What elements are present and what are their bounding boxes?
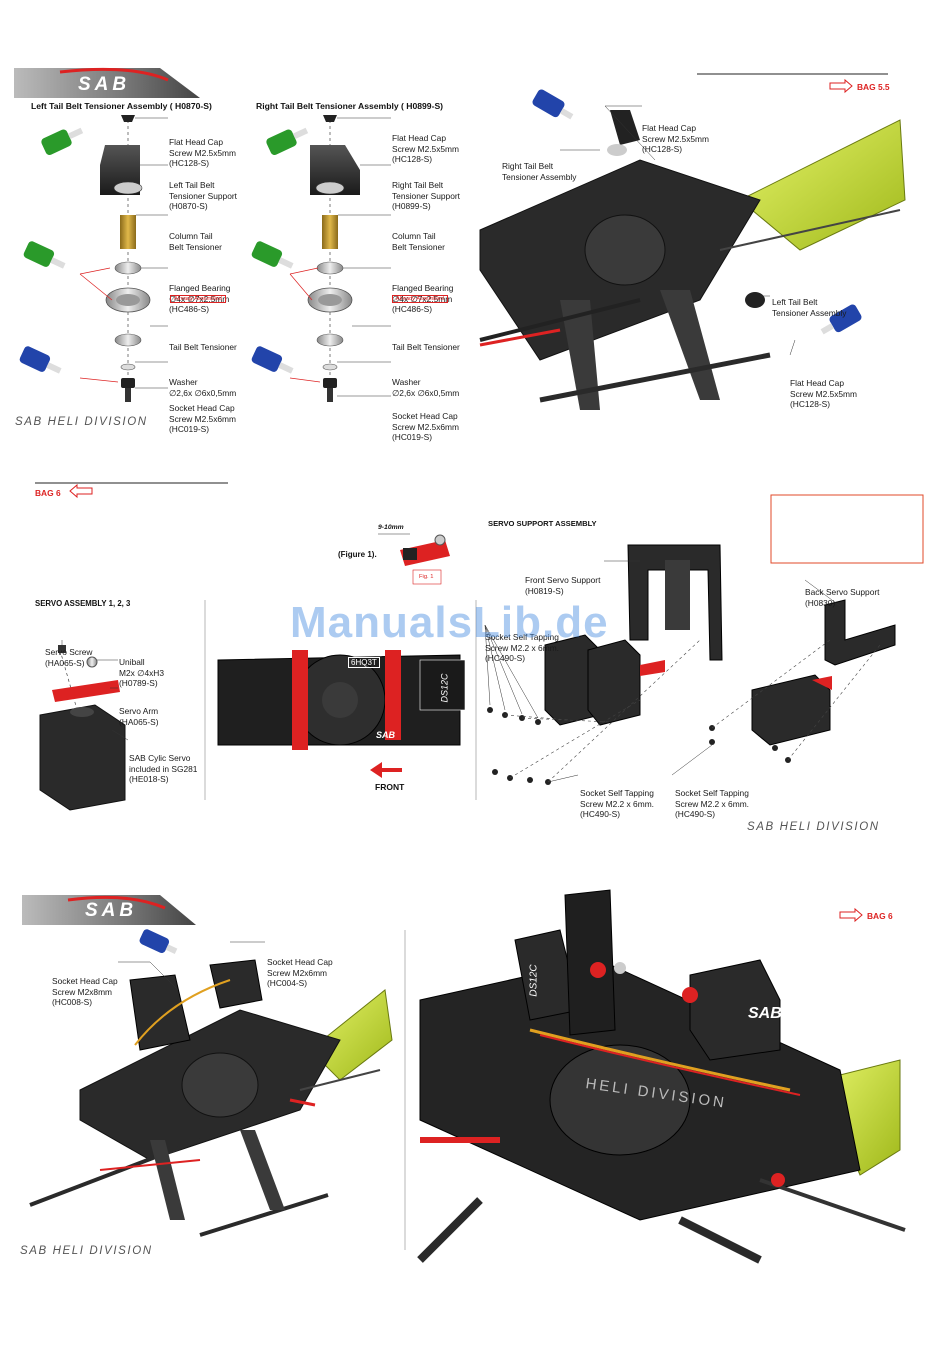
footer-top-left: SAB HELI DIVISION xyxy=(15,416,148,428)
left-already-assembled-note: Already Assembled xyxy=(170,295,226,303)
bag-6-bottom-label: BAG 6 xyxy=(867,911,893,921)
left-tensioner-title: Left Tail Belt Tensioner Assembly ( H087… xyxy=(31,101,212,111)
servo-support-exploded xyxy=(487,544,896,785)
arrow-right-icon-bag55 xyxy=(829,78,853,94)
sab-logo-top-text: SAB xyxy=(78,74,131,95)
right-flanged-bearing-label: Flanged Bearing∅4x ∅7x2.5mm(HC486-S) xyxy=(392,283,454,314)
footer-bottom: SAB HELI DIVISION xyxy=(20,1245,153,1257)
arrow-left-icon-bag6 xyxy=(69,483,93,499)
bottom-servo-brand: SAB xyxy=(748,1005,782,1022)
right-already-assembled-note: Already Assembled xyxy=(392,295,448,303)
bag-6-label: BAG 6 xyxy=(35,488,61,498)
sab-logo-top xyxy=(14,67,200,98)
front-label: FRONT xyxy=(375,782,405,792)
right-washer-label: Washer∅2,6x ∅6x0,5mm xyxy=(392,377,460,398)
note-box xyxy=(770,494,924,564)
left-washer-label: Washer∅2,6x ∅6x0,5mm xyxy=(169,377,237,398)
leader-lines-bottom-left xyxy=(118,941,265,991)
figure-dim-label: 9-10mm xyxy=(378,524,404,531)
bottom-left-heli xyxy=(29,929,393,1237)
bottom-right-heli-closeup xyxy=(417,889,906,1264)
leader-lines-top-left xyxy=(135,117,391,397)
servo-model-label: DS12C xyxy=(439,673,450,703)
servo-code-label: 6HQ3T xyxy=(348,657,380,668)
left-tensioner-parts xyxy=(19,115,151,402)
top-right-heli-frame xyxy=(479,89,906,410)
right-tail-belt-tensioner-label: Tail Belt Tensioner xyxy=(392,342,460,353)
servo-support-title: SERVO SUPPORT ASSEMBLY xyxy=(488,519,597,528)
left-flanged-bearing-label: Flanged Bearing∅4x ∅7x2.5mm(HC486-S) xyxy=(169,283,231,314)
figure-1-servo-arm xyxy=(378,533,450,585)
watermark: ManualsLib.de xyxy=(290,598,609,647)
servo-assembly-title: SERVO ASSEMBLY 1, 2, 3 xyxy=(35,599,131,608)
servo-arm-label: Servo Arm(HA065-S) xyxy=(119,706,159,727)
right-tensioner-title: Right Tail Belt Tensioner Assembly ( H08… xyxy=(256,101,444,111)
right-tensioner-parts xyxy=(251,115,360,402)
leader-lines-servo xyxy=(61,640,129,741)
arrow-right-icon-bag6-bottom xyxy=(839,907,863,923)
footer-middle: SAB HELI DIVISION xyxy=(747,821,880,833)
center-brand-label: SAB xyxy=(376,730,396,740)
back-servo-support-label: Back Servo Support(H0830) xyxy=(805,587,880,608)
bottom-servo-model: DS12C xyxy=(528,964,540,997)
left-tail-belt-tensioner-label: Tail Belt Tensioner xyxy=(169,342,237,353)
leader-lines-support xyxy=(484,560,841,783)
leader-lines-top-right xyxy=(560,105,796,356)
bag-5-5-label: BAG 5.5 xyxy=(857,82,890,92)
center-top-view-servos xyxy=(217,650,466,778)
servo-assembly-exploded xyxy=(39,645,126,811)
figure-caption: Fig. 1 xyxy=(419,574,434,580)
sab-logo-bottom-text: SAB xyxy=(85,900,138,921)
front-servo-support-label: Front Servo Support(H0819-S) xyxy=(525,575,601,596)
servo-screw-label: Servo Screw(HA065-S) xyxy=(45,647,93,668)
figure-1-label: (Figure 1). xyxy=(338,550,377,559)
sab-logo-bottom xyxy=(22,895,196,925)
